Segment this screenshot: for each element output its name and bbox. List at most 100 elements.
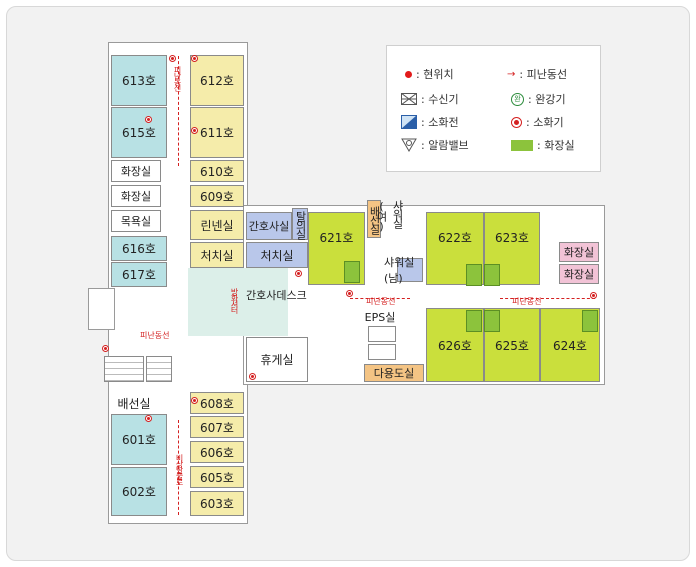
bathroom-label: 목욕실 xyxy=(120,215,152,228)
room-606[interactable]: 606호 xyxy=(190,441,244,463)
eps-room[interactable]: EPS실 xyxy=(364,308,396,326)
nurse-desk-label: 간호사데스크 xyxy=(246,289,307,302)
shower-men-text: 샤워실(남) xyxy=(384,256,428,285)
legend-alarm-valve-text: : 알람밸브 xyxy=(421,139,469,152)
room-625[interactable]: 625호 xyxy=(484,308,540,382)
toilet-east-1[interactable]: 화장실 xyxy=(559,242,599,262)
nurse-desk[interactable]: 간호사데스크 xyxy=(246,286,308,304)
room-602[interactable]: 602호 xyxy=(111,467,167,516)
west-annex xyxy=(88,288,115,330)
room-625-label: 625호 xyxy=(495,338,529,353)
piping-room-2-label: 배선실 xyxy=(117,396,151,411)
shower-men[interactable] xyxy=(397,258,423,282)
extinguisher-icon xyxy=(295,270,302,277)
room-616[interactable]: 616호 xyxy=(111,236,167,261)
emergency-exit-label-text: 비상탈출로 xyxy=(175,454,184,484)
bathroom[interactable]: 목욕실 xyxy=(111,210,161,232)
shower-women[interactable]: 샤워실(여) xyxy=(375,200,404,248)
treatment-room-2[interactable]: 처치실 xyxy=(246,242,308,268)
linen-room[interactable]: 린넨실 xyxy=(190,210,244,240)
current-location-icon xyxy=(405,70,412,78)
evac-route-line-east xyxy=(500,298,595,299)
evac-route-label-center-text: 피난동선 xyxy=(366,297,396,306)
toilet-626-icon xyxy=(466,310,482,332)
legend-evac-route: → : 피난동선 xyxy=(507,66,567,82)
room-617-label: 617호 xyxy=(122,268,156,282)
room-605[interactable]: 605호 xyxy=(190,466,244,488)
toilet-622-icon xyxy=(466,264,482,286)
extinguisher-icon xyxy=(169,55,176,62)
room-624-label: 624호 xyxy=(553,338,587,353)
toilet-625-icon xyxy=(484,310,500,332)
evac-route-line-center xyxy=(350,298,410,299)
legend-extinguisher: : 소화기 xyxy=(511,114,564,130)
lounge-label: 휴게실 xyxy=(260,353,294,367)
treatment-room-2-label: 처치실 xyxy=(260,248,294,263)
changing-room[interactable]: 탈의실 xyxy=(292,208,308,240)
room-603-label: 603호 xyxy=(200,497,234,511)
evac-route-label-west-text: 피난동선 xyxy=(140,331,170,340)
extinguisher-icon xyxy=(590,292,597,299)
room-611[interactable]: 611호 xyxy=(190,107,244,158)
evac-route-label-center: 피난동선 xyxy=(366,296,395,307)
evac-route-line-south xyxy=(178,420,179,515)
toilet-east-1-label: 화장실 xyxy=(563,246,595,259)
eps-room-label: EPS실 xyxy=(364,311,396,324)
evac-route-label-north: 피난동선 xyxy=(172,66,183,90)
toilet-west-2-label: 화장실 xyxy=(120,190,152,203)
room-607-label: 607호 xyxy=(200,420,234,435)
utility-room-label: 다용도실 xyxy=(373,367,415,380)
legend-current-location: : 현위치 xyxy=(405,66,454,82)
nurse-room[interactable]: 간호사실 xyxy=(246,212,292,240)
room-607[interactable]: 607호 xyxy=(190,416,244,438)
alarm-valve-icon xyxy=(401,138,417,152)
ventilator-icon: 완 xyxy=(511,92,524,106)
room-622-label: 622호 xyxy=(438,231,472,245)
evac-route-label-west: 피난동선 xyxy=(140,330,169,341)
room-616-label: 616호 xyxy=(122,242,156,256)
legend-alarm-valve: : 알람밸브 xyxy=(401,137,469,153)
room-608[interactable]: 608호 xyxy=(190,392,244,414)
treatment-room-1[interactable]: 처치실 xyxy=(190,242,244,268)
lounge[interactable]: 휴게실 xyxy=(246,337,308,382)
room-610[interactable]: 610호 xyxy=(190,160,244,182)
room-615[interactable]: 615호 xyxy=(111,107,167,158)
evac-arrow-icon: → xyxy=(507,68,516,80)
toilet-east-2[interactable]: 화장실 xyxy=(559,264,599,284)
utility-room[interactable]: 다용도실 xyxy=(364,364,424,382)
toilet-623-icon xyxy=(484,264,500,286)
piping-room[interactable]: 배선실 xyxy=(367,200,381,238)
shower-men-label: 샤워실(남) xyxy=(384,256,415,285)
eps-box-1 xyxy=(368,326,396,342)
emergency-exit-label: 비상탈출로 xyxy=(174,454,185,484)
extinguisher-legend-icon xyxy=(511,116,522,128)
toilet-west-1[interactable]: 화장실 xyxy=(111,160,161,182)
legend-panel: : 현위치 → : 피난동선 : 수신기 완 : 완강기 : 소화전 : 소화기… xyxy=(386,45,601,172)
toilet-west-1-label: 화장실 xyxy=(120,165,152,178)
toilet-west-2[interactable]: 화장실 xyxy=(111,185,161,207)
legend-receiver: : 수신기 xyxy=(401,91,459,107)
room-612[interactable]: 612호 xyxy=(190,55,244,106)
toilet-624-icon xyxy=(582,310,598,332)
room-602-label: 602호 xyxy=(122,485,156,499)
room-623-label: 623호 xyxy=(495,231,529,245)
room-610-label: 610호 xyxy=(200,164,234,179)
toilet-east-2-label: 화장실 xyxy=(563,268,595,281)
room-609[interactable]: 609호 xyxy=(190,185,244,207)
room-615-label: 615호 xyxy=(122,126,156,140)
room-601-label: 601호 xyxy=(122,433,156,447)
receiver-icon xyxy=(401,93,417,105)
room-603[interactable]: 603호 xyxy=(190,491,244,516)
toilet-621-icon xyxy=(344,261,360,283)
fire-shutter-label: 방화셔터 xyxy=(229,288,240,312)
extinguisher-icon xyxy=(102,345,109,352)
room-613[interactable]: 613호 xyxy=(111,55,167,106)
room-601[interactable]: 601호 xyxy=(111,414,167,465)
extinguisher-icon xyxy=(191,127,198,134)
evac-route-label-east-text: 피난동선 xyxy=(512,297,542,306)
piping-room-label: 배선실 xyxy=(368,205,381,233)
room-617[interactable]: 617호 xyxy=(111,262,167,287)
piping-room-2[interactable]: 배선실 xyxy=(111,392,157,414)
extinguisher-icon xyxy=(249,373,256,380)
evac-route-label-east: 피난동선 xyxy=(512,296,541,307)
